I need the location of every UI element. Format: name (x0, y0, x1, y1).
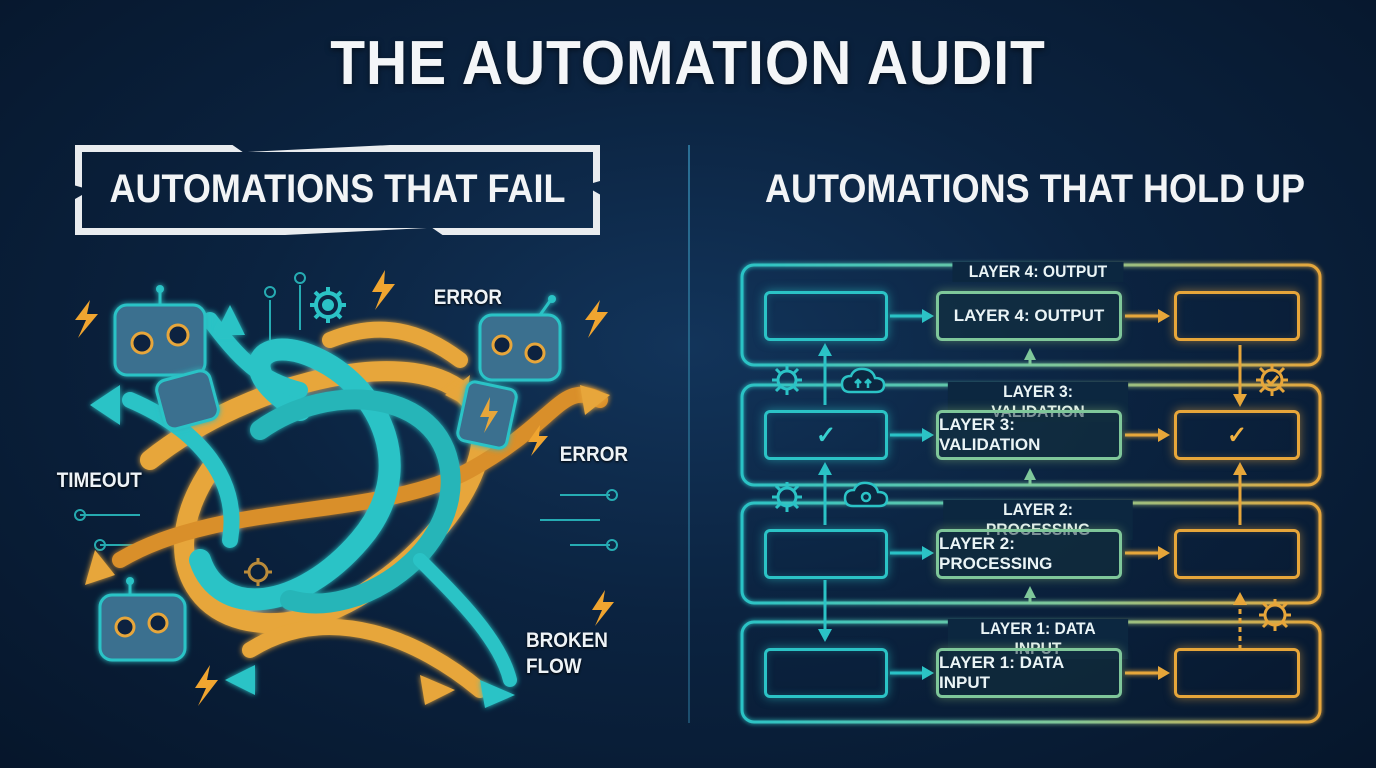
tangle-amber-3 (242, 619, 488, 698)
robot-icon (98, 577, 187, 662)
gear-icon (1259, 599, 1291, 631)
checkmark-icon: ✓ (815, 421, 837, 449)
gear-icon (772, 482, 802, 512)
layer-2-output-box (1174, 529, 1300, 579)
layer-1-center-box: LAYER 1: DATA INPUT (936, 648, 1122, 698)
arrowhead-amber-left (85, 550, 115, 585)
tangle-teal-1 (189, 338, 401, 611)
circuit-traces (74, 272, 618, 551)
gear-icon (1256, 364, 1288, 396)
layer-2-input-box (764, 529, 888, 579)
layer-1-input-box (764, 648, 888, 698)
layer-2-center-box: LAYER 2: PROCESSING (936, 529, 1122, 579)
arrowhead-teal-topleft (215, 305, 245, 335)
checkmark-icon: ✓ (1226, 421, 1248, 449)
tangle-teal-3 (122, 392, 240, 548)
fail-heading: AUTOMATIONS THAT FAIL (109, 167, 566, 211)
page-title: THE AUTOMATION AUDIT (330, 29, 1046, 98)
arrowhead-amber-bottom (420, 675, 455, 705)
flow-arrowheads (922, 309, 1170, 680)
robot-icon (456, 380, 518, 450)
robot-icon (155, 369, 220, 431)
arrowhead-teal-bottomleft (225, 665, 255, 695)
layer-3-input-box: ✓ (764, 410, 888, 460)
tangle-teal-5 (413, 553, 517, 687)
layer-4-output-box (1174, 291, 1300, 341)
layer-4-center-box: LAYER 4: OUTPUT (936, 291, 1122, 341)
cloud-icon (843, 481, 889, 508)
layer-4-input-box (764, 291, 888, 341)
gear-icon (772, 365, 802, 395)
layer-3-center-box: LAYER 3: VALIDATION (936, 410, 1122, 460)
robot-icon (478, 295, 562, 382)
gear-icon (310, 287, 346, 323)
cloud-icon (840, 367, 886, 394)
layer-4-band-label: LAYER 4: OUTPUT (952, 262, 1124, 282)
flow-arrows (890, 314, 1160, 675)
tangle-teal-2 (250, 389, 461, 614)
tangled-flow-illustration (74, 270, 618, 708)
broken-flow-label: BROKEN FLOW (526, 629, 608, 678)
lightning-icon (75, 270, 614, 706)
arrowhead-amber-right (580, 385, 610, 415)
layer-1-output-box (1174, 648, 1300, 698)
error-label-right: ERROR (559, 443, 629, 466)
arrowhead-teal-left (90, 385, 120, 425)
timeout-label: TIMEOUT (56, 469, 142, 492)
gear-icon (244, 558, 272, 586)
arrowhead-teal-bottom (480, 680, 515, 708)
tangle-amber-4 (322, 321, 468, 368)
layer-3-output-box: ✓ (1174, 410, 1300, 460)
error-label-top: ERROR (433, 286, 503, 309)
robot-icon (113, 285, 207, 377)
vertical-arrowheads (818, 343, 1247, 642)
hold-heading: AUTOMATIONS THAT HOLD UP (765, 167, 1305, 211)
center-divider (688, 145, 690, 723)
